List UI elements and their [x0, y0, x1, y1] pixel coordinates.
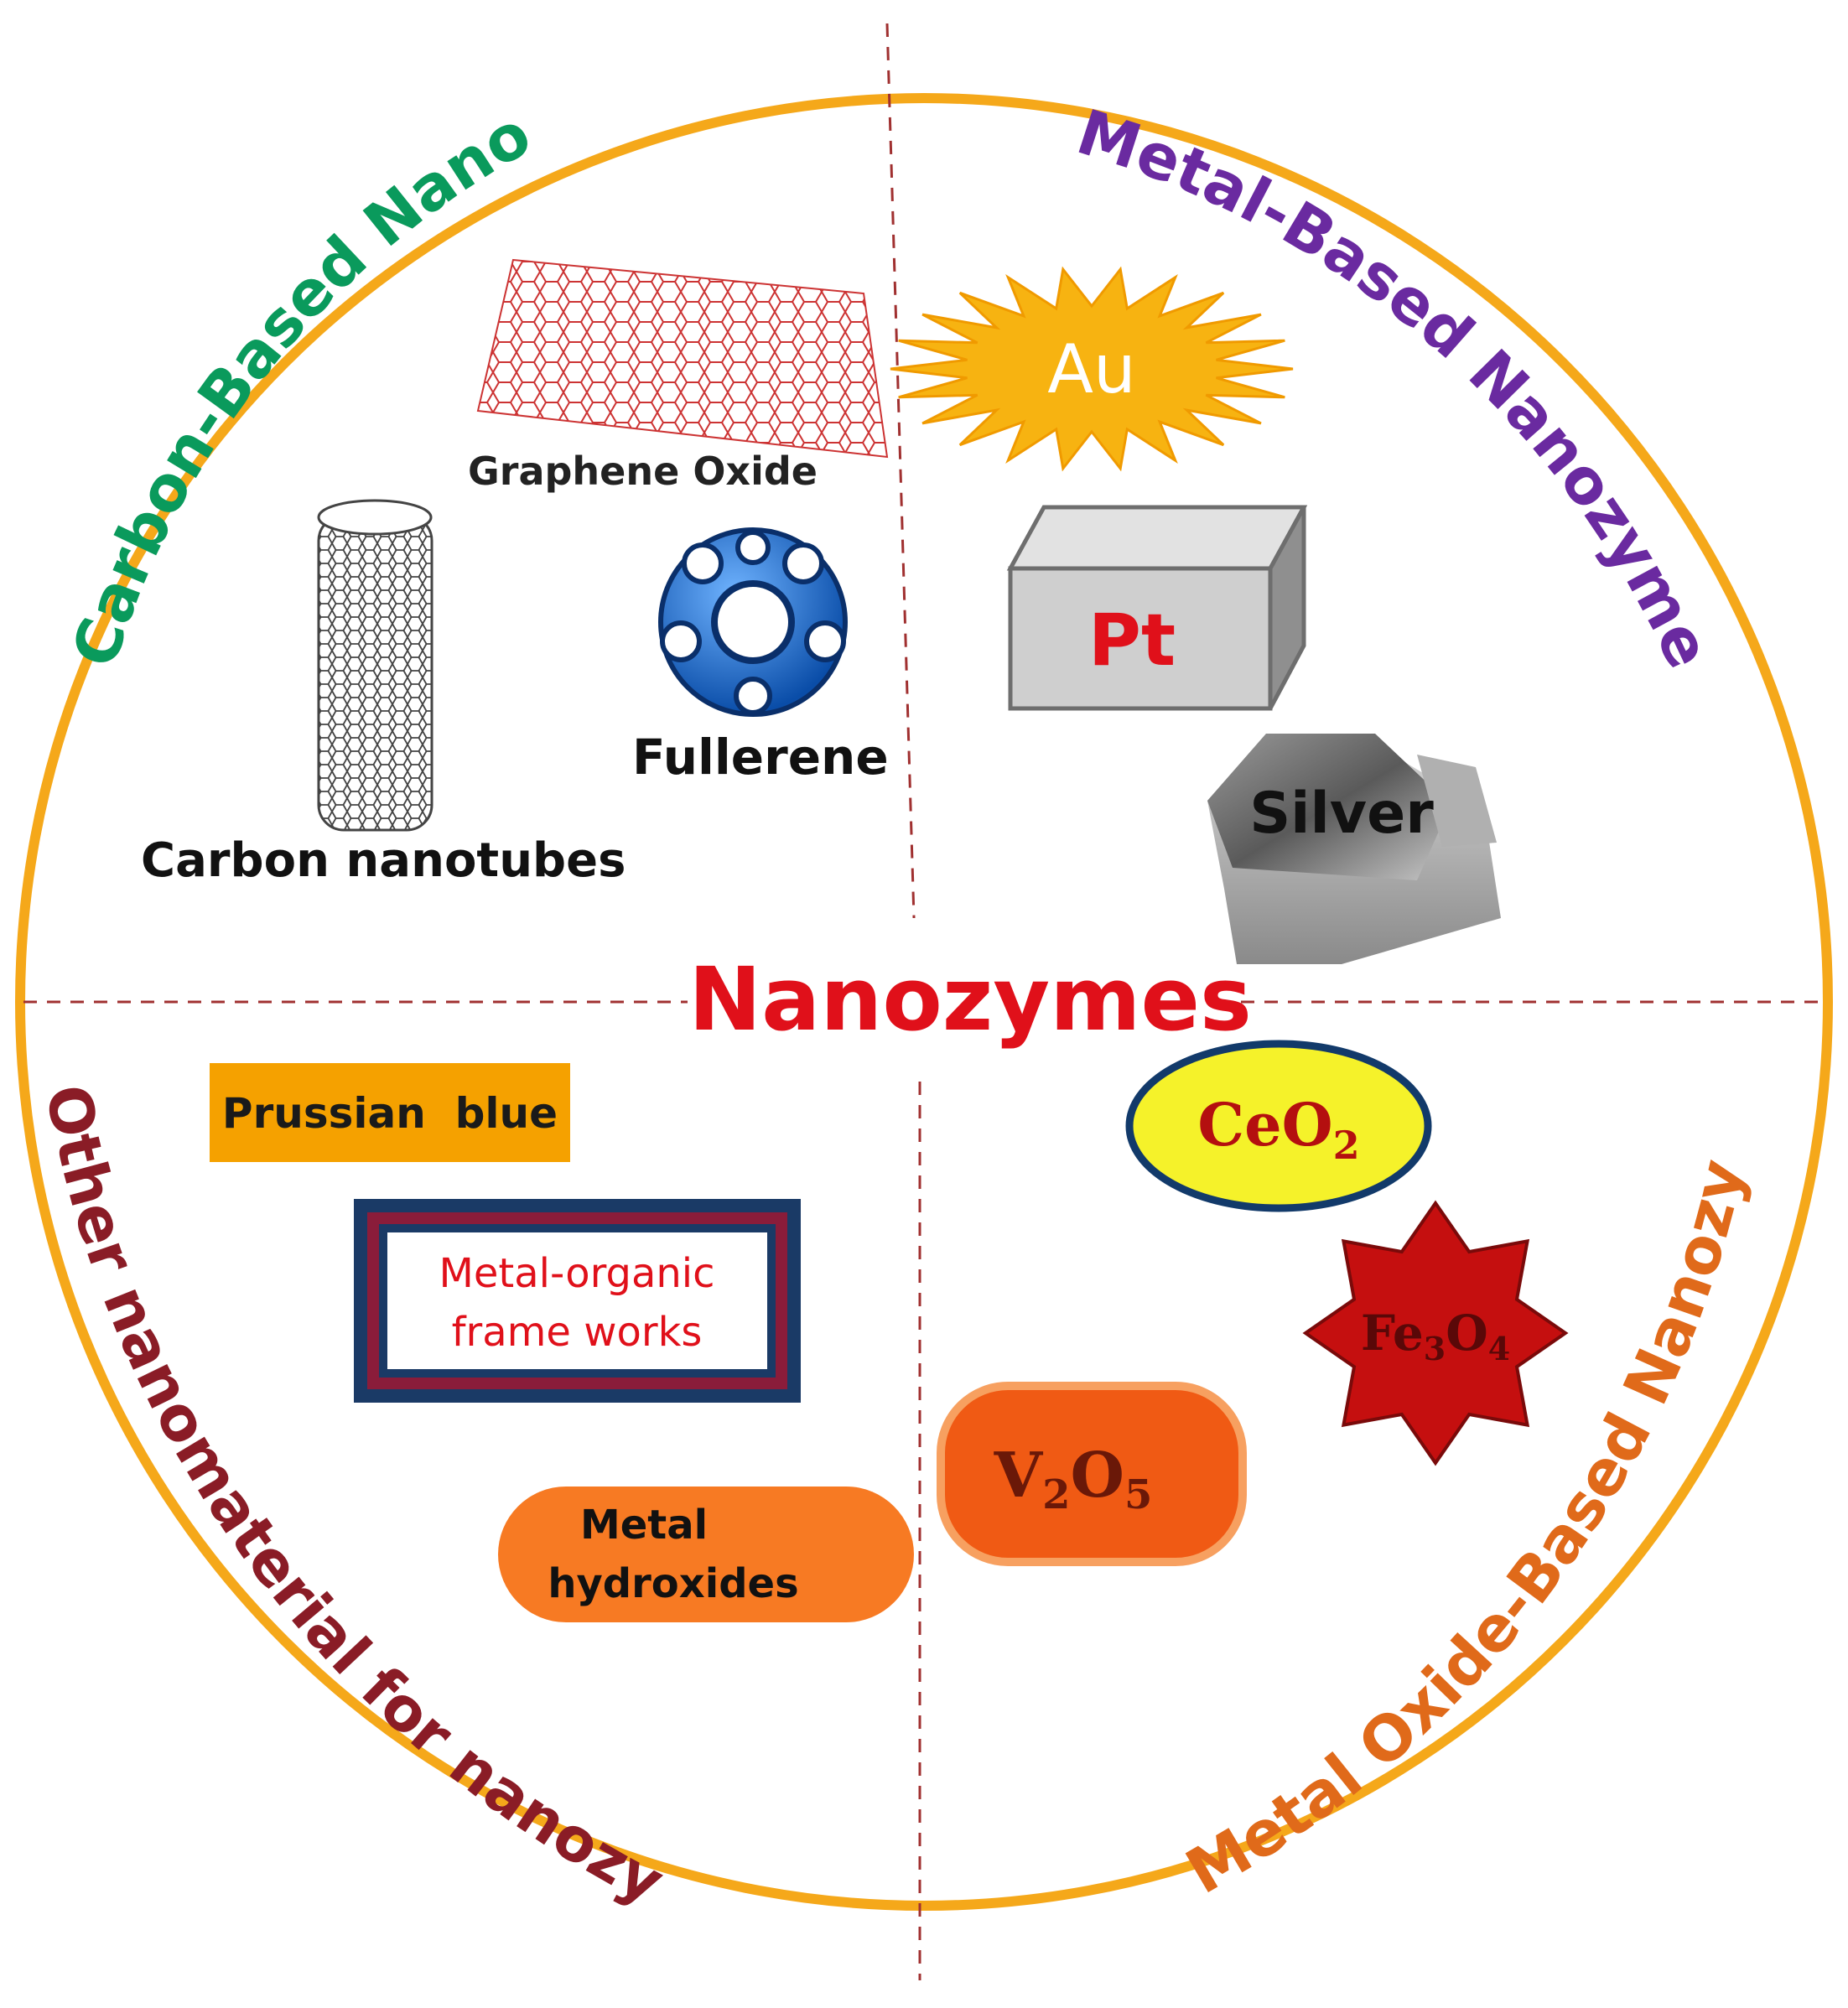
ceo2-ellipse: CeO2 — [1125, 1040, 1432, 1212]
divider-vertical-top — [885, 23, 916, 919]
carbon-category-label: Carbon-Based Nanozymes — [0, 0, 542, 675]
fe3o4-label: Fe3O4 — [1361, 1305, 1510, 1367]
v2o5-shape: V2O5 — [937, 1382, 1247, 1566]
prussian-blue-label: Prussian blue — [222, 1089, 558, 1138]
pt-block: Pt — [1006, 505, 1308, 711]
au-label: Au — [1047, 330, 1135, 408]
graphene-oxide-sheet-icon — [476, 258, 889, 459]
carbon-nanotube-icon — [317, 499, 433, 832]
metal-hydroxides-label-line1: Metal — [580, 1502, 708, 1549]
fullerene-label: Fullerene — [632, 729, 889, 786]
metal-hydroxides-pill: Metal hydroxides — [498, 1487, 914, 1622]
fe3o4-star: Fe3O4 — [1302, 1200, 1569, 1466]
graphene-oxide-label: Graphene Oxide — [468, 449, 818, 494]
metal-hydroxides-label-line2: hydroxides — [548, 1560, 798, 1607]
au-starburst: Au — [890, 266, 1294, 472]
fullerene-icon — [658, 527, 848, 717]
mof-box: Metal-organic frame works — [354, 1199, 801, 1403]
silver-bar-icon: Silver — [1207, 734, 1501, 964]
v2o5-label: V2O5 — [994, 1440, 1153, 1518]
mof-label-line2: frame works — [452, 1309, 703, 1356]
silver-label: Silver — [1249, 781, 1434, 847]
outer-circle — [15, 93, 1833, 1911]
ceo2-label: CeO2 — [1197, 1090, 1359, 1168]
carbon-nanotubes-label: Carbon nanotubes — [141, 833, 626, 888]
pt-label: Pt — [1088, 599, 1176, 682]
prussian-blue-box: Prussian blue — [210, 1063, 570, 1162]
center-title: Nanozymes — [688, 948, 1252, 1051]
mof-label-line1: Metal-organic — [439, 1250, 714, 1297]
